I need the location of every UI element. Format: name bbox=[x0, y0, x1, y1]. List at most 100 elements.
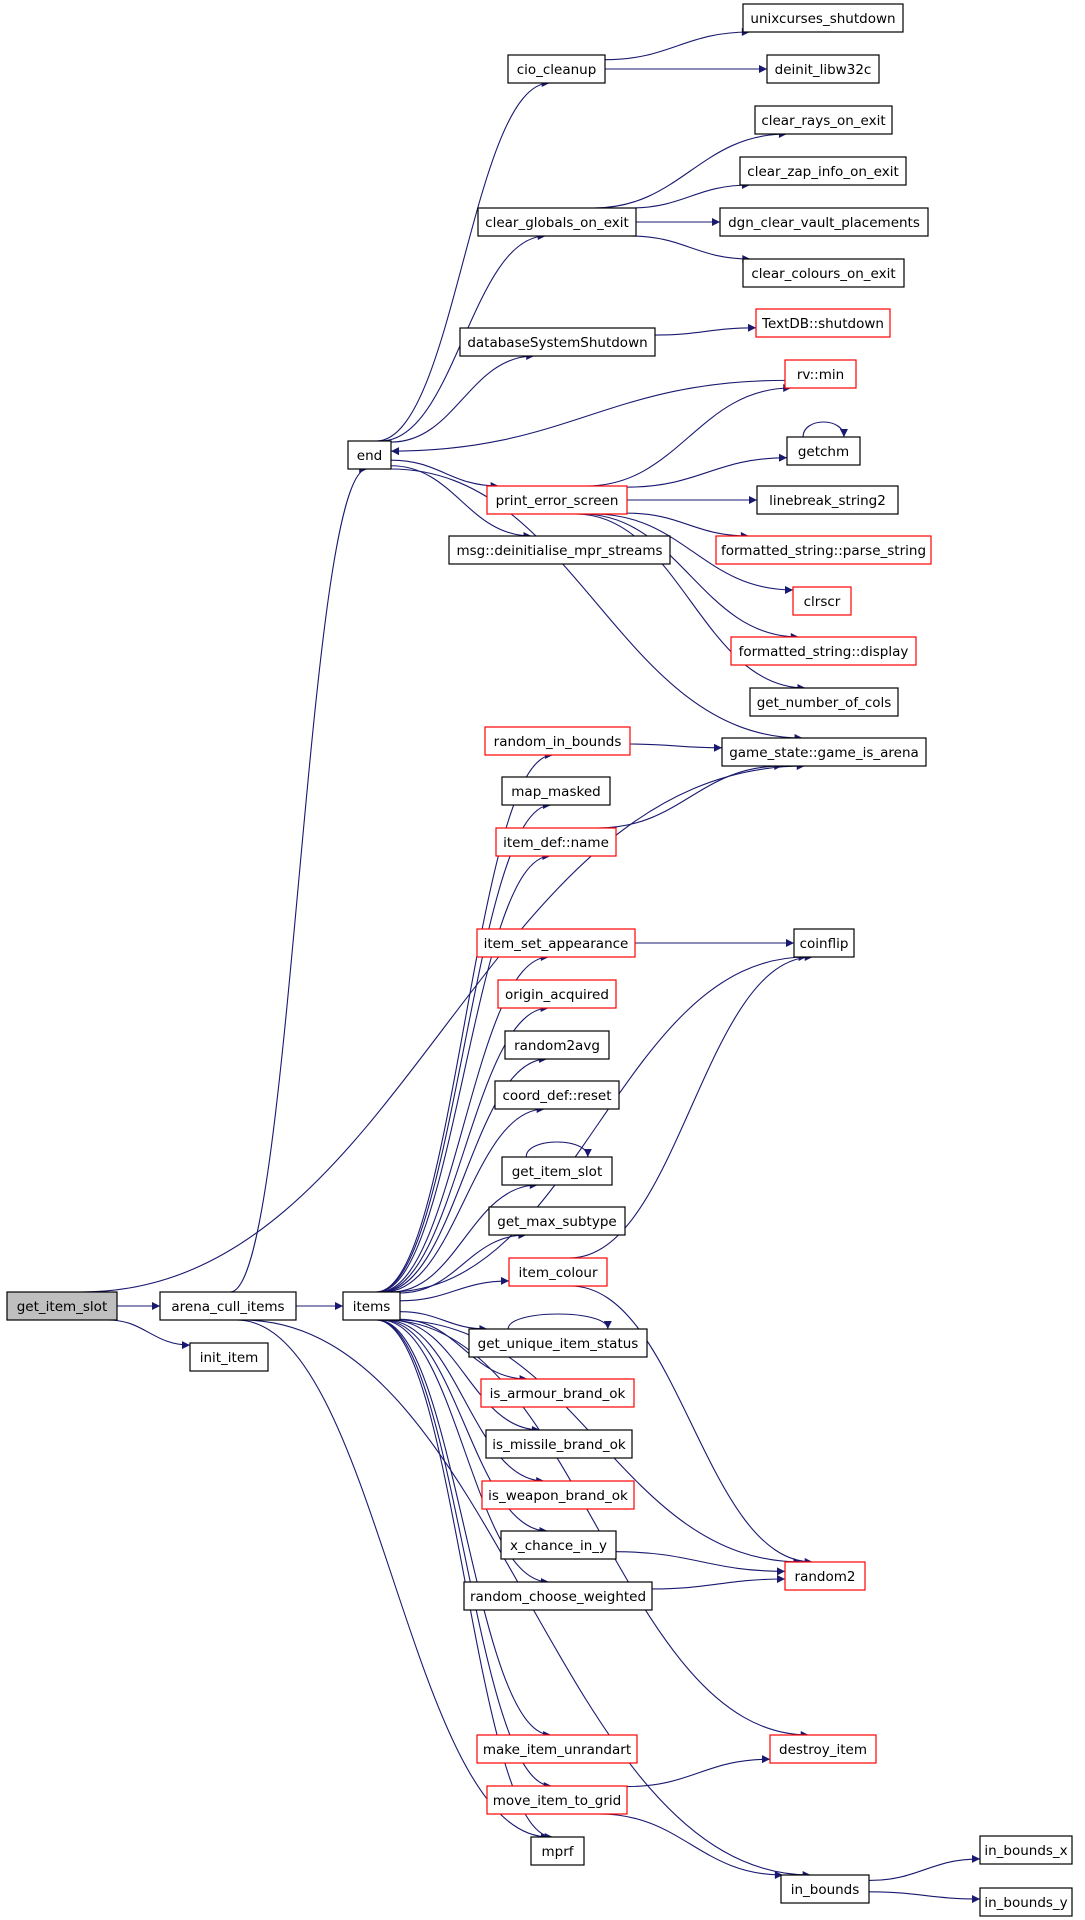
node-clear-rays-on-exit[interactable]: clear_rays_on_exit bbox=[754, 105, 893, 135]
node-label: cio_cleanup bbox=[517, 62, 597, 78]
node-move-item-to-grid[interactable]: move_item_to_grid bbox=[486, 1785, 628, 1815]
node-box bbox=[342, 1291, 401, 1321]
node-textdb-shutdown[interactable]: TextDB::shutdown bbox=[755, 308, 891, 338]
node-in-bounds[interactable]: in_bounds bbox=[780, 1874, 870, 1904]
node-game-is-arena[interactable]: game_state::game_is_arena bbox=[721, 737, 927, 767]
node-item-def-name[interactable]: item_def::name bbox=[495, 827, 617, 857]
node-label: items bbox=[353, 1299, 391, 1315]
node-get-max-subtype[interactable]: get_max_subtype bbox=[488, 1206, 626, 1236]
edge-print_error_screen-to-getchm bbox=[626, 453, 788, 488]
node-msg-deinitialise[interactable]: msg::deinitialise_mpr_streams bbox=[448, 535, 671, 565]
node-label: item_set_appearance bbox=[484, 936, 629, 952]
node-clear-globals-on-exit[interactable]: clear_globals_on_exit bbox=[477, 207, 637, 237]
edge-end-to-game_is_arena bbox=[390, 468, 803, 742]
edge-item_colour-to-coinflip bbox=[569, 953, 813, 1259]
node-make-item-unrandart[interactable]: make_item_unrandart bbox=[476, 1734, 638, 1764]
node-databaseSystemShutdown[interactable]: databaseSystemShutdown bbox=[459, 327, 656, 357]
node-is-weapon-brand-ok[interactable]: is_weapon_brand_ok bbox=[481, 1480, 635, 1510]
node-get-item-slot-2[interactable]: get_item_slot bbox=[501, 1156, 613, 1186]
node-getchm[interactable]: getchm bbox=[786, 436, 861, 466]
node-in-bounds-y[interactable]: in_bounds_y bbox=[979, 1887, 1073, 1917]
node-clrscr[interactable]: clrscr bbox=[792, 586, 852, 616]
node-parse-string[interactable]: formatted_string::parse_string bbox=[715, 535, 932, 565]
node-clear-zap-info-on-exit[interactable]: clear_zap_info_on_exit bbox=[739, 156, 907, 186]
node-box bbox=[497, 979, 617, 1009]
node-map-masked[interactable]: map_masked bbox=[501, 776, 611, 806]
node-origin-acquired[interactable]: origin_acquired bbox=[497, 979, 617, 1009]
edge-cio_cleanup-to-unixcurses_shutdown bbox=[604, 28, 750, 61]
node-box bbox=[486, 1785, 628, 1815]
node-item-set-appearance[interactable]: item_set_appearance bbox=[476, 928, 636, 958]
node-get-number-of-cols[interactable]: get_number_of_cols bbox=[749, 687, 899, 717]
node-destroy-item[interactable]: destroy_item bbox=[769, 1734, 877, 1764]
node-mprf[interactable]: mprf bbox=[530, 1836, 585, 1866]
node-box bbox=[719, 207, 929, 237]
node-box bbox=[501, 1156, 613, 1186]
node-dgn-clear-vault-placements[interactable]: dgn_clear_vault_placements bbox=[719, 207, 929, 237]
node-cio-cleanup[interactable]: cio_cleanup bbox=[507, 54, 606, 84]
node-clear-colours-on-exit[interactable]: clear_colours_on_exit bbox=[742, 258, 905, 288]
node-get-unique-item-status[interactable]: get_unique_item_status bbox=[468, 1328, 648, 1358]
node-end[interactable]: end bbox=[347, 440, 392, 470]
node-item-colour[interactable]: item_colour bbox=[508, 1257, 608, 1287]
node-label: end bbox=[357, 448, 382, 464]
edge-clear_globals_on_exit-to-clear_rays_on_exit bbox=[593, 130, 787, 209]
node-random2avg[interactable]: random2avg bbox=[504, 1030, 610, 1060]
node-in-bounds-x[interactable]: in_bounds_x bbox=[979, 1835, 1073, 1865]
edge-get_item_slot_root-to-game_is_arena bbox=[81, 762, 805, 1293]
node-label: init_item bbox=[200, 1350, 259, 1366]
node-arena-cull-items[interactable]: arena_cull_items bbox=[159, 1291, 297, 1321]
edge-x_chance_in_y-to-random2 bbox=[615, 1551, 786, 1576]
node-rv-min[interactable]: rv::min bbox=[784, 359, 857, 389]
node-linebreak-string2[interactable]: linebreak_string2 bbox=[756, 485, 899, 515]
edge-get_item_slot_root-to-init_item bbox=[107, 1319, 191, 1350]
node-label: in_bounds_x bbox=[984, 1843, 1067, 1859]
edge-random_choose_weighted-to-random2 bbox=[651, 1575, 786, 1590]
node-get-item-slot-root[interactable]: get_item_slot bbox=[6, 1291, 118, 1321]
node-label: get_unique_item_status bbox=[478, 1336, 639, 1352]
node-box bbox=[448, 535, 671, 565]
edge-rv_min-to-end bbox=[390, 379, 786, 456]
edge-in_bounds-to-in_bounds_y bbox=[868, 1891, 981, 1904]
edge-print_error_screen-to-fs_display bbox=[581, 513, 799, 641]
edge-get_item_slot_2-to-get_item_slot_2 bbox=[525, 1141, 592, 1158]
edge-items-to-make_item_unrandart bbox=[377, 1319, 552, 1739]
node-print-error-screen[interactable]: print_error_screen bbox=[486, 485, 628, 515]
edge-items-to-coord_def_reset bbox=[383, 1105, 545, 1293]
node-box bbox=[477, 207, 637, 237]
node-coord-def-reset[interactable]: coord_def::reset bbox=[494, 1080, 620, 1110]
node-random-choose-weighted[interactable]: random_choose_weighted bbox=[463, 1581, 653, 1611]
node-label: linebreak_string2 bbox=[769, 493, 886, 509]
node-is-missile-brand-ok[interactable]: is_missile_brand_ok bbox=[485, 1429, 633, 1459]
node-init-item[interactable]: init_item bbox=[189, 1342, 269, 1372]
node-x-chance-in-y[interactable]: x_chance_in_y bbox=[500, 1530, 617, 1560]
node-layer: get_item_slot arena_cull_items init_item it… bbox=[6, 3, 1073, 1917]
node-box bbox=[504, 1030, 610, 1060]
edge-print_error_screen-to-rv_min bbox=[586, 384, 792, 487]
edge-items-to-item_colour bbox=[399, 1276, 510, 1302]
node-label: get_item_slot bbox=[512, 1164, 603, 1180]
node-box bbox=[766, 54, 880, 84]
node-is-armour-brand-ok[interactable]: is_armour_brand_ok bbox=[480, 1378, 635, 1408]
node-unixcurses-shutdown[interactable]: unixcurses_shutdown bbox=[742, 3, 904, 33]
node-label: game_state::game_is_arena bbox=[729, 745, 919, 761]
edge-items-to-random_choose_weighted bbox=[380, 1319, 549, 1586]
node-random2[interactable]: random2 bbox=[784, 1561, 866, 1591]
node-coinflip[interactable]: coinflip bbox=[793, 928, 855, 958]
node-random-in-bounds[interactable]: random_in_bounds bbox=[484, 726, 631, 756]
node-label: mprf bbox=[541, 1844, 574, 1860]
node-box bbox=[755, 308, 891, 338]
node-deinit-libw32c[interactable]: deinit_libw32c bbox=[766, 54, 880, 84]
node-label: arena_cull_items bbox=[171, 1299, 284, 1315]
node-box bbox=[6, 1291, 118, 1321]
edge-layer bbox=[81, 28, 981, 1904]
node-fs-display[interactable]: formatted_string::display bbox=[730, 636, 917, 666]
node-items[interactable]: items bbox=[342, 1291, 401, 1321]
node-box bbox=[494, 1080, 620, 1110]
node-box bbox=[484, 726, 631, 756]
node-box bbox=[756, 485, 899, 515]
node-box bbox=[500, 1530, 617, 1560]
node-label: move_item_to_grid bbox=[493, 1793, 621, 1809]
node-label: clear_globals_on_exit bbox=[485, 215, 629, 231]
